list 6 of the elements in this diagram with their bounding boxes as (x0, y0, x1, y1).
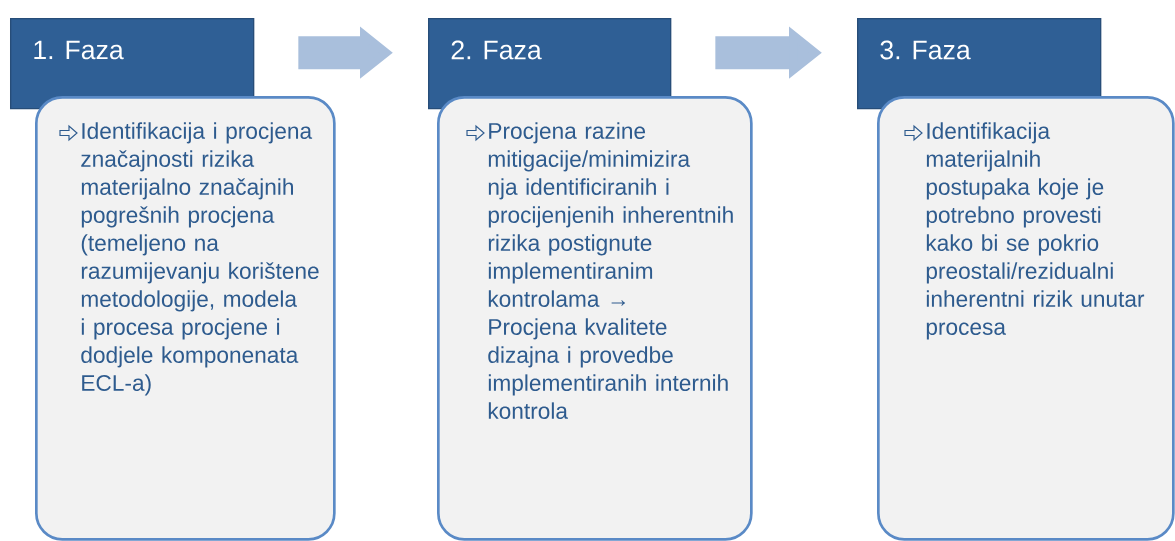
phase-box (35, 96, 336, 541)
description-text: Identifikacija materijalnih postupaka koje je potrebno provesti kako bi se pokrio preostali/rezidualni inherentni rizik unutar procesa (926, 122, 1145, 340)
phase-box (437, 96, 753, 541)
description-text: Procjena razine mitigacije/minimizira nja identificiranih i procijenjenih inherentnih rizika postignute implementiranim kontrolama → Procjena kvalitete dizajna i provedbe implementiranih internih kontrola (488, 122, 733, 419)
description-text: Identifikacija i procjena značajnosti rizika materijalno značajnih pogrešnih procjena (temeljeno na razumijevanju korištene metodologije, modela i procesa procjene i dodjele komponenata ECL-a) (81, 122, 319, 396)
phase-box (877, 96, 1175, 541)
